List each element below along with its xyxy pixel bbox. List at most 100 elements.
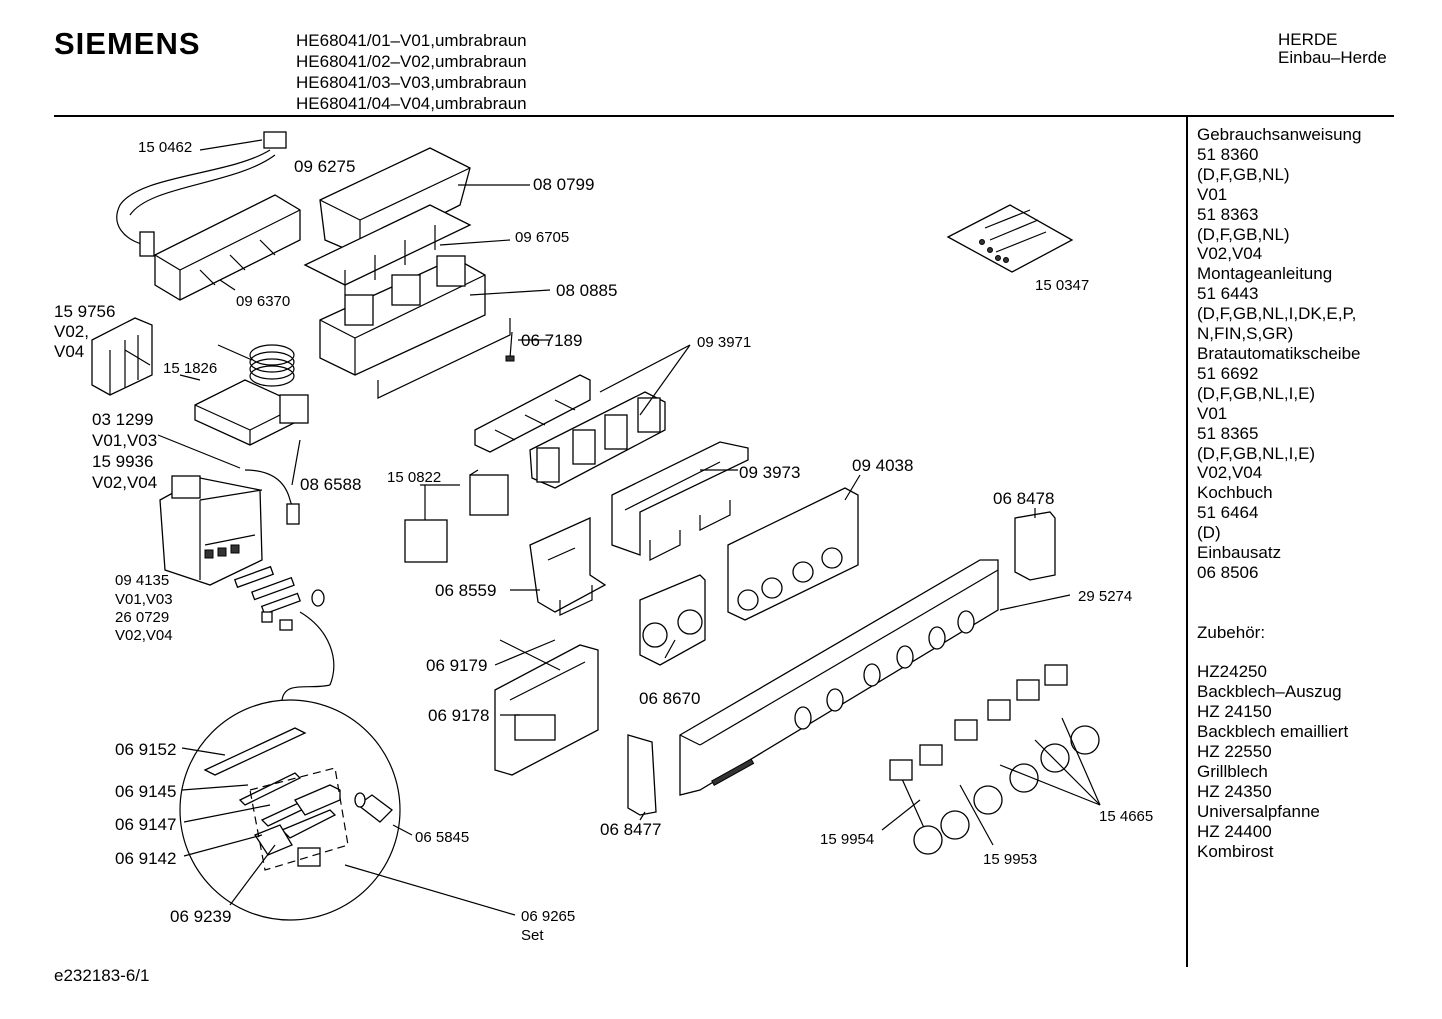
part-label-295274: 29 5274 <box>1078 588 1132 605</box>
part-label-031299-v: V01,V03 <box>92 431 157 450</box>
sidebar-line: HZ24250 <box>1197 662 1267 682</box>
wire-lead-drawing <box>244 469 300 525</box>
switch-panel-drawing <box>727 487 859 621</box>
part-label-094135-v: V01,V03 <box>115 591 173 608</box>
part-label-069147: 06 9147 <box>115 815 176 834</box>
part-label-065845: 06 5845 <box>415 829 469 846</box>
part-label-069265-set: Set <box>521 927 544 944</box>
part-label-159936-v: V02,V04 <box>92 473 157 492</box>
part-label-031299: 03 1299 <box>92 410 153 429</box>
sidebar-line: (D,F,GB,NL,I,DK,E,P, <box>1197 304 1357 324</box>
part-label-094135: 09 4135 <box>115 572 169 589</box>
sidebar-line: (D,F,GB,NL) <box>1197 164 1290 184</box>
sidebar-line: V02,V04 <box>1197 244 1263 264</box>
sidebar-line <box>1197 603 1361 623</box>
part-label-159756-v2: V04 <box>54 342 84 361</box>
leader-lines <box>124 139 1101 916</box>
sidebar-line: HZ 24150 <box>1197 702 1272 722</box>
part-label-159756: 15 9756 <box>54 302 115 321</box>
mounting-frame-drawing <box>611 441 749 561</box>
part-label-159953: 15 9953 <box>983 851 1037 868</box>
relay-box-drawing <box>159 475 263 586</box>
part-label-159756-v1: V02, <box>54 322 89 341</box>
model-line-1: HE68041/01–V01,umbrabraun <box>296 31 527 50</box>
part-label-151826: 15 1826 <box>163 360 217 377</box>
part-label-068559: 06 8559 <box>435 581 496 600</box>
connector-parts-drawing <box>233 565 325 631</box>
lamp-holder-drawing <box>404 469 509 563</box>
thermostat-coil-drawing <box>217 344 295 387</box>
model-line-2: HE68041/02–V02,umbrabraun <box>296 52 527 71</box>
part-label-159936: 15 9936 <box>92 452 153 471</box>
part-label-260729-v: V02,V04 <box>115 627 173 644</box>
part-label-093973: 09 3973 <box>739 463 800 482</box>
sidebar-line: HZ 22550 <box>1197 742 1272 762</box>
knob-2 <box>919 744 970 840</box>
angle-bracket-drawing <box>529 516 607 616</box>
terminal-strips-drawing <box>203 727 393 871</box>
tray-drawing <box>303 147 472 295</box>
part-label-069145: 06 9145 <box>115 782 176 801</box>
sidebar-line: (D,F,GB,NL) <box>1197 224 1290 244</box>
sidebar-line: HZ 24400 <box>1197 821 1272 841</box>
sidebar-rule <box>1186 117 1188 967</box>
part-label-159954: 15 9954 <box>820 831 874 848</box>
knob-3 <box>954 719 1003 815</box>
sidebar-line <box>1197 583 1361 603</box>
switch-block-drawing <box>154 194 301 301</box>
sidebar-line: Backblech emailliert <box>1197 722 1349 742</box>
part-label-150347: 15 0347 <box>1035 277 1089 294</box>
part-label-069178: 06 9178 <box>428 706 489 725</box>
sidebar-line: Montageanleitung <box>1197 264 1333 284</box>
sidebar-line: (D,F,GB,NL,I,E) <box>1197 383 1316 403</box>
sidebar-line: V01 <box>1197 403 1228 423</box>
knob-4 <box>987 699 1039 793</box>
knob-5 <box>1016 679 1070 773</box>
sidebar-line: Backblech–Auszug <box>1197 682 1342 702</box>
knob-bracket-drawing <box>639 574 706 666</box>
brand-logo: SIEMENS <box>54 26 201 61</box>
part-label-260729: 26 0729 <box>115 609 169 626</box>
part-label-069142: 06 9142 <box>115 849 176 868</box>
sidebar-line: 06 8506 <box>1197 562 1259 582</box>
clip-068477-drawing <box>627 734 657 816</box>
part-label-093971: 09 3971 <box>697 334 751 351</box>
cable-harness-drawing <box>116 131 287 257</box>
sidebar-line: Kombirost <box>1197 841 1274 861</box>
sidebar-line: 51 8365 <box>1197 423 1259 443</box>
control-board-frame-drawing <box>494 639 599 776</box>
part-label-067189: 06 7189 <box>521 331 582 350</box>
switch-carrier-drawing <box>474 374 666 489</box>
part-label-068670: 06 8670 <box>639 689 700 708</box>
model-line-4: HE68041/04–V04,umbrabraun <box>296 94 527 113</box>
part-label-069179: 06 9179 <box>426 656 487 675</box>
part-label-150822: 15 0822 <box>387 469 441 486</box>
knob-1 <box>889 759 943 855</box>
holder-frame-drawing <box>319 255 511 399</box>
clip-068478-drawing <box>1014 511 1056 581</box>
sidebar-line: Gebrauchsanweisung <box>1197 125 1362 144</box>
part-label-094038: 09 4038 <box>852 456 913 475</box>
sidebar-line: Universalpfanne <box>1197 801 1320 821</box>
sidebar-line <box>1197 643 1361 663</box>
part-label-080885: 08 0885 <box>556 281 617 300</box>
sidebar-line: 51 6464 <box>1197 503 1259 523</box>
model-line-3: HE68041/03–V03,umbrabraun <box>296 73 527 92</box>
sidebar-line: 51 8363 <box>1197 204 1259 224</box>
sidebar-line: 51 6692 <box>1197 363 1259 383</box>
sidebar-line: N,FIN,S,GR) <box>1197 324 1294 344</box>
sidebar-line: Zubehör: <box>1197 622 1266 642</box>
sidebar-line: HZ 24350 <box>1197 781 1272 801</box>
sidebar-line: 51 6443 <box>1197 284 1259 304</box>
sidebar-line: (D) <box>1197 523 1221 543</box>
part-label-096275: 09 6275 <box>294 157 355 176</box>
detail-zoom-circle <box>179 611 401 921</box>
category-title: HERDE <box>1278 30 1338 49</box>
part-label-068477: 06 8477 <box>600 820 661 839</box>
sidebar-line: V01 <box>1197 184 1228 204</box>
sidebar-line: Bratautomatikscheibe <box>1197 343 1361 363</box>
side-bracket-drawing <box>91 317 153 396</box>
part-label-069265: 06 9265 <box>521 908 575 925</box>
socket-block-drawing <box>194 379 309 446</box>
category-subtitle: Einbau–Herde <box>1278 48 1387 67</box>
